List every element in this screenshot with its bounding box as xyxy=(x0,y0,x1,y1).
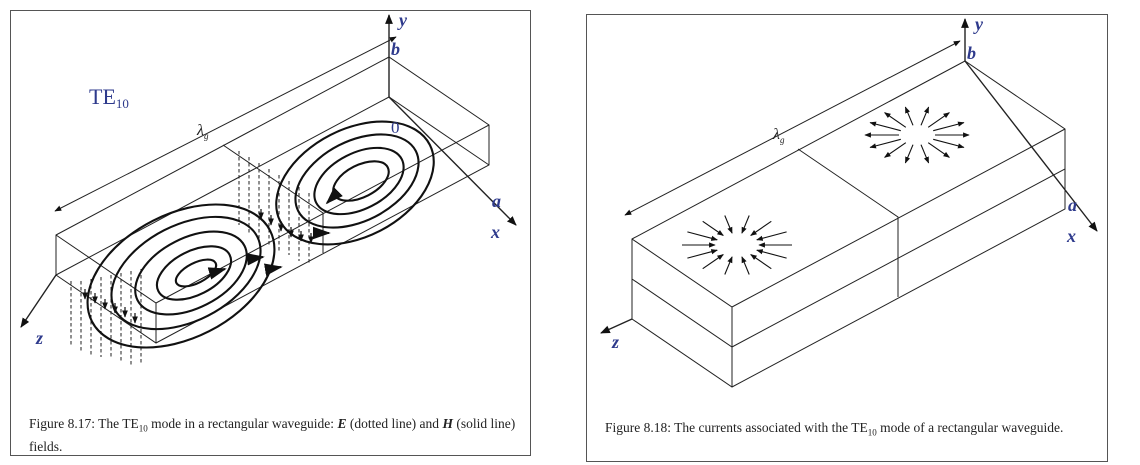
current-arrow xyxy=(741,256,750,275)
current-arrow xyxy=(724,215,733,234)
x-axis-label: x xyxy=(490,222,500,242)
lambda-g-dimension xyxy=(54,36,397,212)
te10-current-diagram: y b a x z λg xyxy=(600,15,1098,388)
x-axis-arrow xyxy=(388,96,517,226)
current-arrow xyxy=(884,142,907,158)
current-arrow xyxy=(920,144,930,164)
figure-8-17-panel: TE10 y b 0 a x z λg Figure 8.17: The TE1… xyxy=(10,10,531,456)
origin-label: 0 xyxy=(391,118,400,137)
b-label: b xyxy=(391,39,400,59)
z-axis-label: z xyxy=(611,332,619,352)
current-arrow xyxy=(756,249,787,259)
current-arrow xyxy=(756,231,787,241)
current-arrow xyxy=(920,106,930,126)
current-arrow xyxy=(904,144,914,164)
figure-8-17-caption: Figure 8.17: The TE10 mode in a rectangu… xyxy=(29,416,516,454)
current-arrow xyxy=(687,231,718,241)
current-arrow xyxy=(750,220,772,236)
a-label: a xyxy=(1068,195,1077,215)
y-axis-label: y xyxy=(973,15,984,34)
current-arrow xyxy=(904,106,914,126)
h-field-loops xyxy=(86,120,435,349)
a-label: a xyxy=(492,191,501,211)
waveguide-box xyxy=(631,60,1066,388)
h-field-arrows xyxy=(207,187,343,280)
figure-8-18-caption: Figure 8.18: The currents associated wit… xyxy=(605,420,1064,438)
current-arrow xyxy=(927,112,950,128)
current-arrow xyxy=(750,254,772,270)
lambda-g-label: λg xyxy=(196,122,209,141)
b-label: b xyxy=(967,43,976,63)
z-axis-label: z xyxy=(35,328,43,348)
current-arrow xyxy=(933,138,965,149)
current-arrow xyxy=(869,121,901,132)
figure-8-18-panel: y b a x z λg Figure 8.18: The currents a… xyxy=(586,14,1108,462)
current-arrow xyxy=(933,121,965,132)
current-arrow xyxy=(884,112,907,128)
x-axis-label: x xyxy=(1066,226,1076,246)
mode-label: TE10 xyxy=(89,84,129,111)
y-axis-label: y xyxy=(397,11,408,30)
current-arrow xyxy=(741,215,750,234)
current-arrow xyxy=(702,254,724,270)
lambda-g-dimension xyxy=(624,40,961,216)
current-arrow xyxy=(724,256,733,275)
axes xyxy=(600,18,1098,334)
z-axis-arrow xyxy=(600,318,633,334)
current-arrow xyxy=(702,220,724,236)
z-axis-arrow xyxy=(20,274,57,328)
lambda-g-label: λg xyxy=(772,126,785,145)
current-arrow xyxy=(687,249,718,259)
surface-current-arrows xyxy=(682,106,970,275)
x-axis-arrow-main xyxy=(964,60,1098,232)
current-arrow xyxy=(927,142,950,158)
te10-field-diagram: TE10 y b 0 a x z λg xyxy=(20,11,517,365)
current-arrow xyxy=(869,138,901,149)
